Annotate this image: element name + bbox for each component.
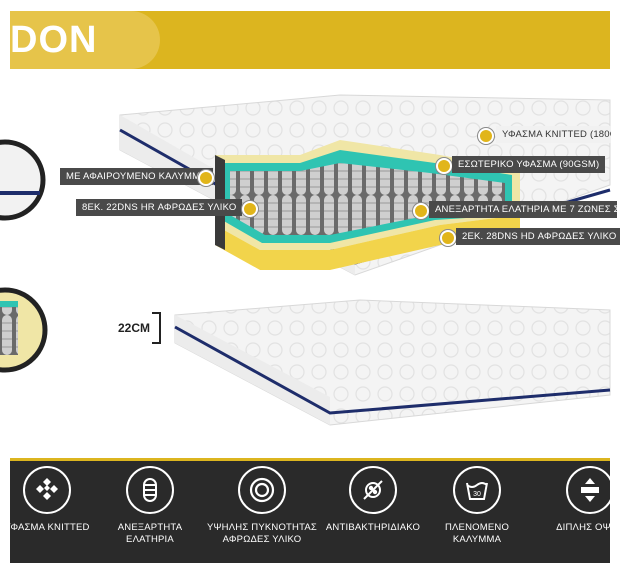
callout-dot-hr-foam	[242, 201, 258, 217]
feature-label: ΥΦΑΣΜΑ KNITTED	[4, 522, 90, 533]
svg-text:30: 30	[473, 491, 481, 498]
washable-cover-icon: 30	[453, 466, 501, 514]
callout-dot-removable-cover	[198, 170, 214, 186]
zoom-circle-bottom	[0, 287, 48, 373]
header-title-tab	[10, 11, 160, 69]
feature-double-sided: ΔΙΠΛΗΣ ΟΨΗΣ	[535, 466, 620, 534]
callout-dot-springs	[413, 203, 429, 219]
callout-dot-fabric	[478, 128, 494, 144]
knitted-pattern-icon	[23, 466, 71, 514]
callout-springs: ΑΝΕΞΑΡΤΗΤΑ ΕΛΑΤΗΡΙΑ ΜΕ 7 ΖΩΝΕΣ ΣΤΗΡΙΞΗΣ	[429, 201, 617, 218]
callout-dot-inner-fabric	[436, 158, 452, 174]
height-dimension: 22CM	[118, 321, 151, 335]
mattress-illustration	[0, 94, 611, 426]
antibacterial-icon	[349, 466, 397, 514]
zoom-circle-top	[0, 139, 46, 221]
feature-label: ΔΙΠΛΗΣ ΟΨΗΣ	[556, 522, 620, 533]
page-title: DON	[10, 19, 98, 61]
feature-foam: ΥΨΗΛΗΣ ΠΥΚΝΟΤΗΤΑΣ ΑΦΡΩΔΕΣ ΥΛΙΚΟ	[207, 466, 317, 546]
feature-springs: ΑΝΕΞΑΡΤΗΤΑ ΕΛΑΤΗΡΙΑ	[95, 466, 205, 546]
features-accent	[10, 458, 610, 461]
spring-icon	[126, 466, 174, 514]
mattress-cutaway	[215, 140, 520, 270]
feature-label: ΥΨΗΛΗΣ ΠΥΚΝΟΤΗΤΑΣ ΑΦΡΩΔΕΣ ΥΛΙΚΟ	[207, 522, 318, 545]
feature-washable: 30 ΠΛΕΝΟΜΕΝΟ ΚΑΛΥΜΜΑ	[422, 466, 532, 546]
callout-dot-hd-foam	[440, 230, 456, 246]
feature-label: ΑΝΕΞΑΡΤΗΤΑ ΕΛΑΤΗΡΙΑ	[117, 522, 183, 545]
bottom-mattress	[174, 299, 611, 426]
height-bracket	[152, 312, 161, 344]
feature-antibacterial: ΑΝΤΙΒΑΚΤΗΡΙΔΙΑΚΟ	[318, 466, 428, 534]
feature-label: ΠΛΕΝΟΜΕΝΟ ΚΑΛΥΜΜΑ	[444, 522, 510, 545]
callout-hr-foam: 8ΕΚ. 22DNS HR ΑΦΡΩΔΕΣ ΥΛΙΚΟ	[76, 199, 243, 216]
feature-knitted: ΥΦΑΣΜΑ KNITTED	[0, 466, 102, 534]
double-sided-icon	[566, 466, 614, 514]
callout-inner-fabric: ΕΣΩΤΕΡΙΚΟ ΥΦΑΣΜΑ (90GSM)	[452, 156, 606, 173]
feature-label: ΑΝΤΙΒΑΚΤΗΡΙΔΙΑΚΟ	[325, 522, 421, 533]
callout-hd-foam: 2ΕΚ. 28DNS HD ΑΦΡΩΔΕΣ ΥΛΙΚΟ	[456, 228, 620, 245]
callout-fabric: ΥΦΑΣΜΑ KNITTED (180GSM)	[496, 126, 611, 143]
features-bar	[10, 461, 610, 563]
foam-layers-icon	[238, 466, 286, 514]
callout-removable-cover: ΜΕ ΑΦΑΙΡΟΥΜΕΝΟ ΚΑΛΥΜΜΑ	[60, 168, 213, 185]
